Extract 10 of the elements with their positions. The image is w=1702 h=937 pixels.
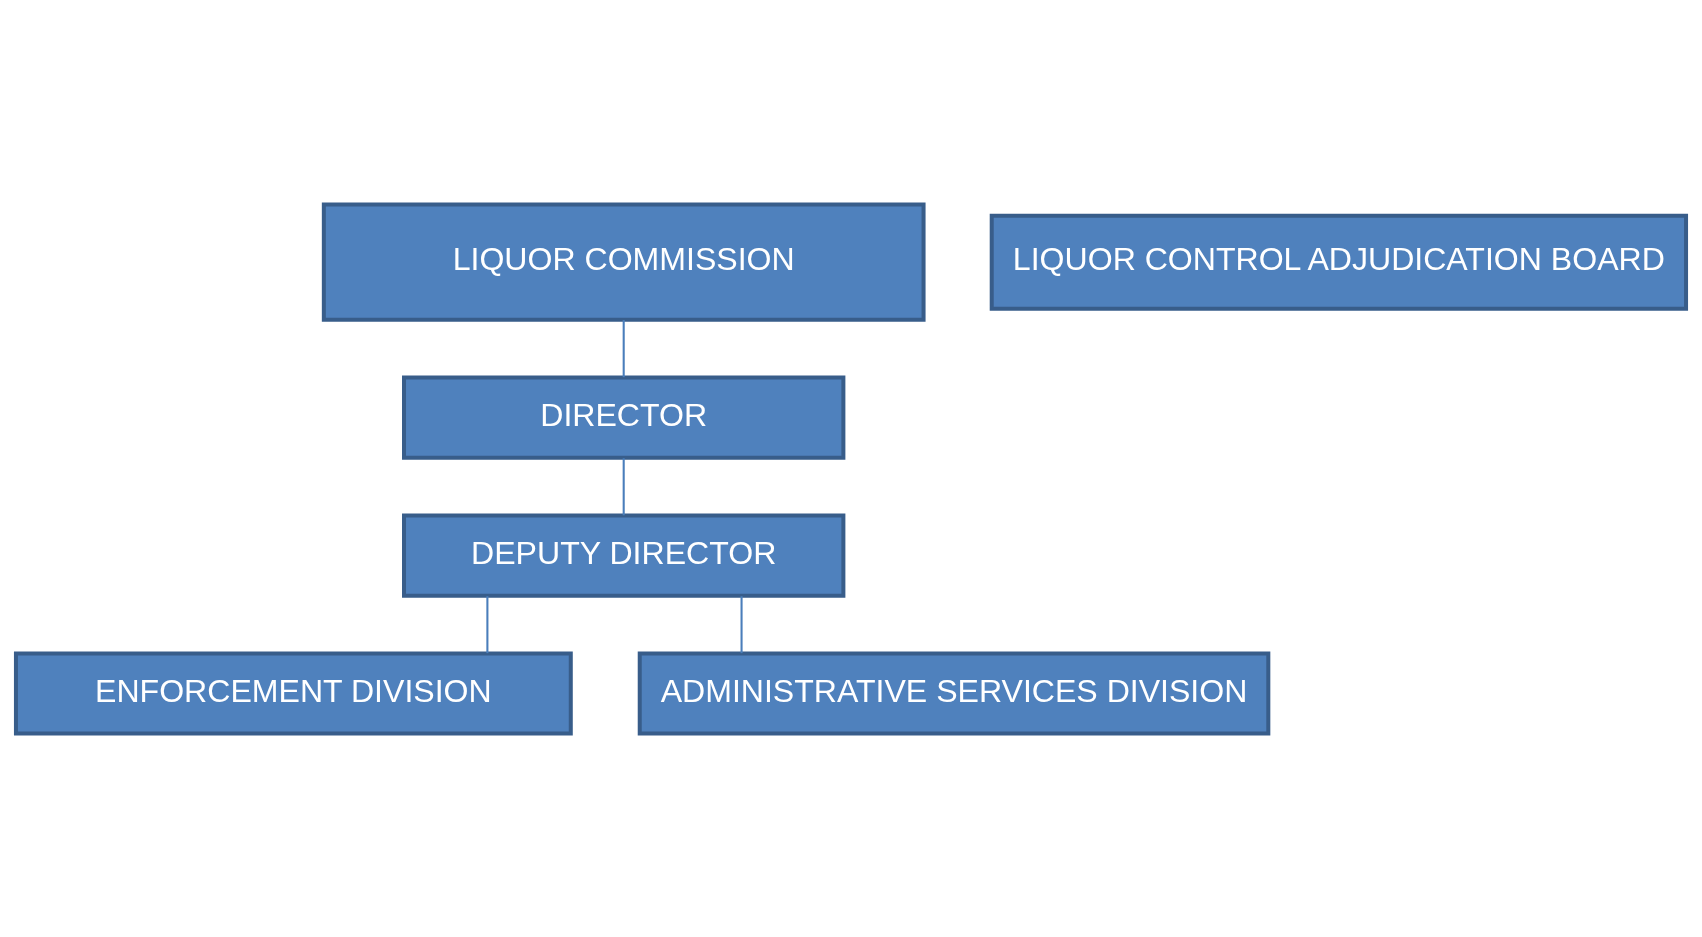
- connector: [622, 319, 625, 377]
- connector: [622, 457, 625, 515]
- node-box: ADMINISTRATIVE SERVICES DIVISION: [637, 650, 1271, 736]
- node-box: ENFORCEMENT DIVISION: [13, 650, 573, 736]
- node-box: DIRECTOR: [402, 375, 846, 460]
- node-box: LIQUOR CONTROL ADJUDICATION BOARD: [989, 213, 1689, 311]
- connector: [486, 595, 489, 653]
- node-box: LIQUOR COMMISSION: [321, 201, 926, 322]
- node-box: DEPUTY DIRECTOR: [402, 513, 846, 598]
- connector: [740, 595, 743, 653]
